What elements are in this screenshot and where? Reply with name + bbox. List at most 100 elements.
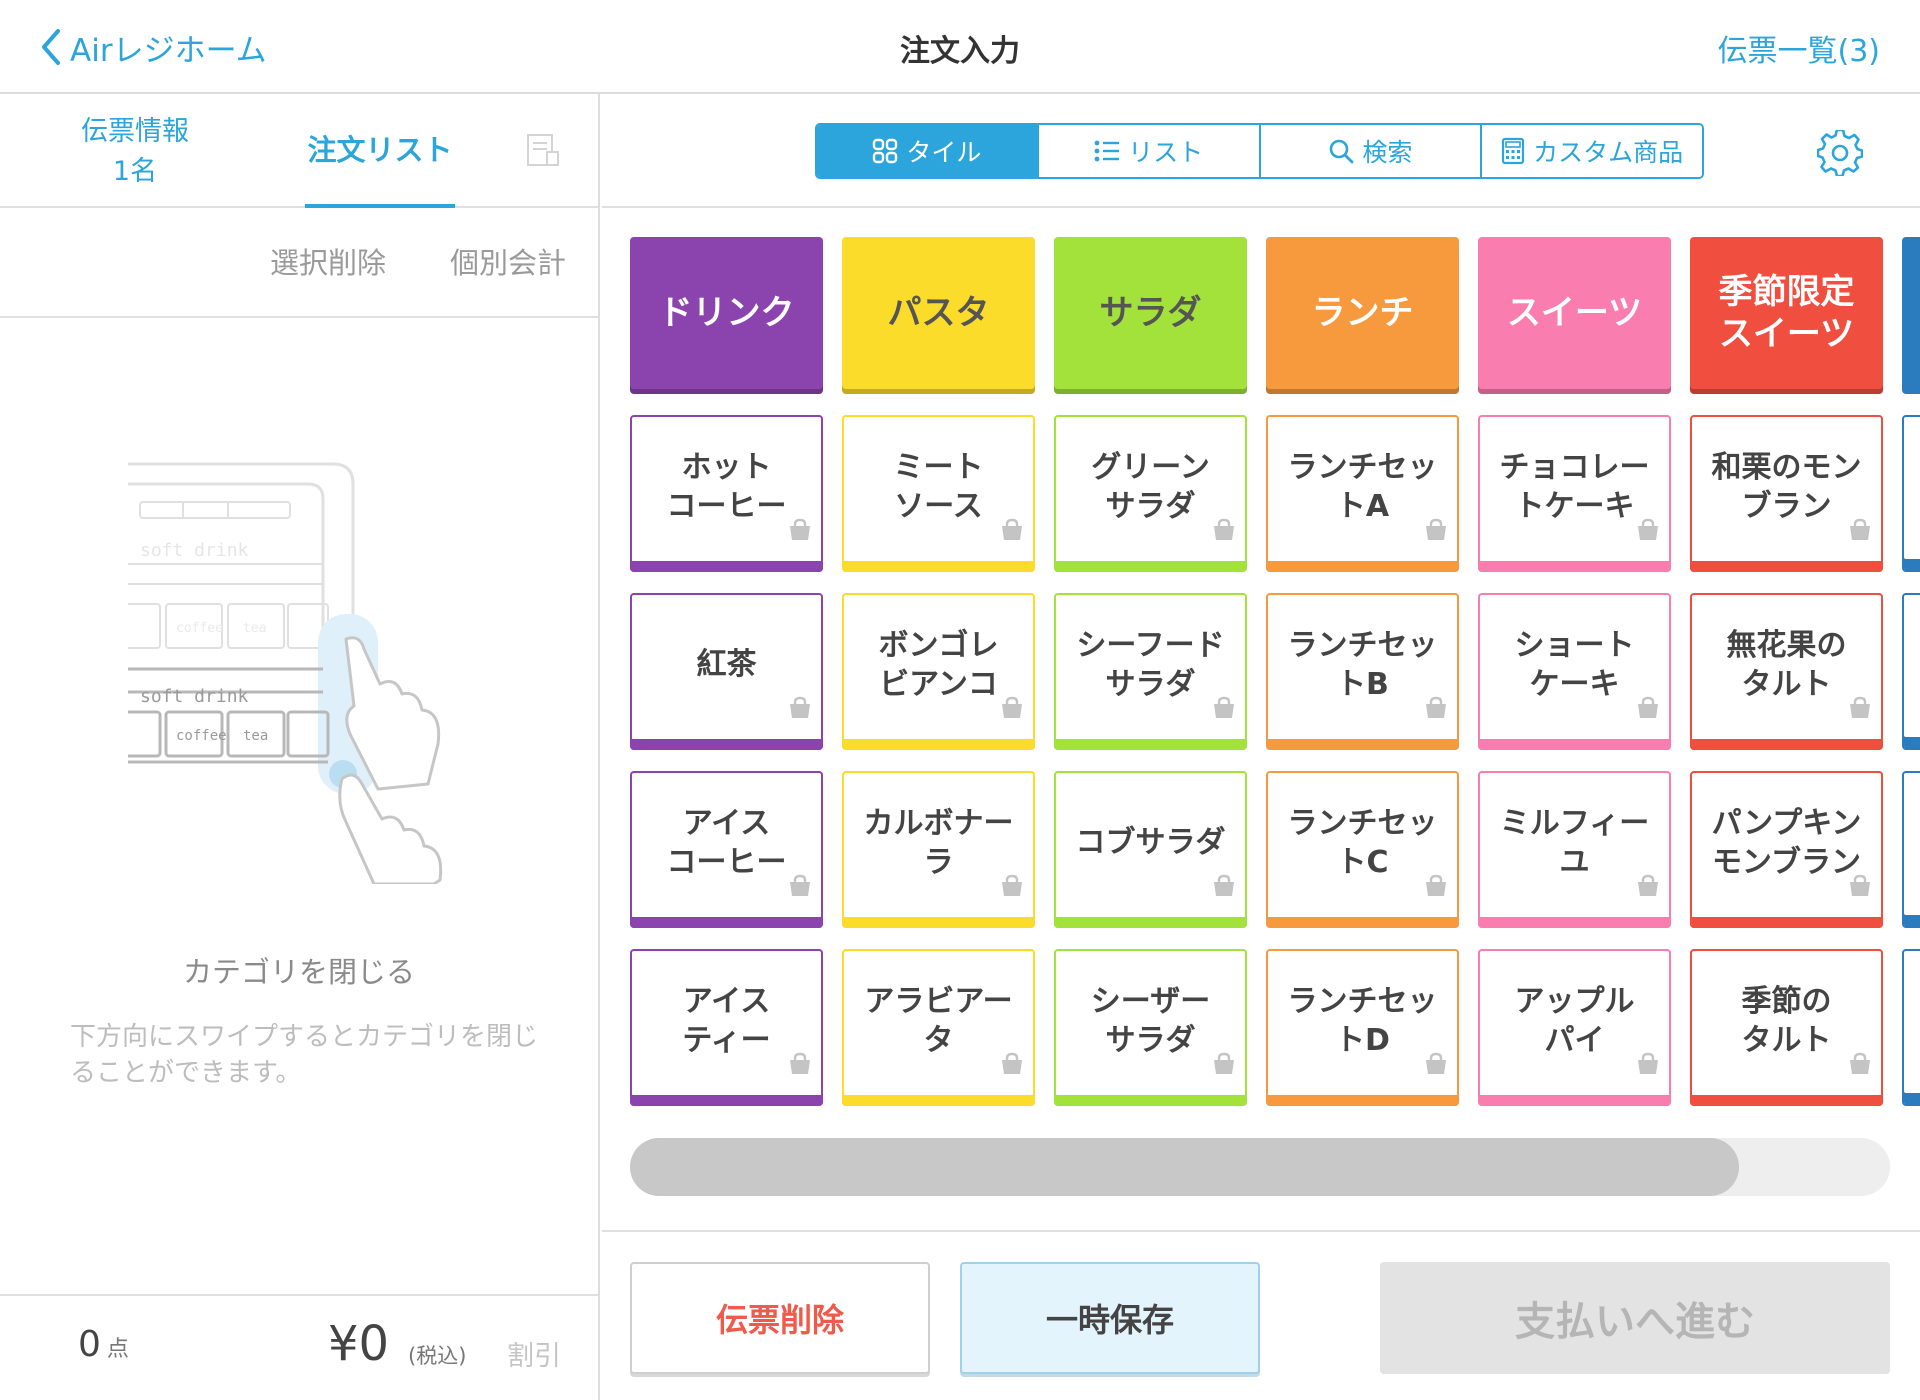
category-color-stripe xyxy=(630,561,823,572)
category-tile[interactable]: サラダ xyxy=(1054,237,1247,394)
horizontal-scrollbar[interactable] xyxy=(630,1138,1890,1196)
scrollbar-thumb[interactable] xyxy=(630,1138,1739,1196)
product-label: ランチセットD xyxy=(1287,983,1438,1058)
category-label: ドリンク xyxy=(658,293,795,333)
shopping-bag-icon xyxy=(1847,691,1873,730)
category-tile[interactable]: スイーツ xyxy=(1478,237,1671,394)
category-label: パスタ xyxy=(887,293,990,333)
shopping-bag-icon xyxy=(1423,691,1449,730)
shopping-bag-icon xyxy=(1423,513,1449,552)
proceed-to-payment-button[interactable]: 支払いへ進む xyxy=(1380,1262,1890,1374)
product-tile[interactable]: アラビアータ xyxy=(842,949,1035,1106)
shopping-bag-icon xyxy=(999,869,1025,908)
product-tile[interactable]: 季節のタルト xyxy=(1690,949,1883,1106)
slip-list-link[interactable]: 伝票一覧(3) xyxy=(1717,34,1881,69)
discount-button[interactable]: 割引 xyxy=(507,1341,561,1372)
shopping-bag-icon xyxy=(1635,1047,1661,1086)
category-color-stripe xyxy=(630,739,823,750)
product-label: ショートケーキ xyxy=(1514,627,1635,702)
product-label: アイスティー xyxy=(682,983,771,1058)
delete-slip-button[interactable]: 伝票削除 xyxy=(630,1262,930,1374)
category-tile[interactable]: パスタ xyxy=(842,237,1035,394)
product-label: ランチセットC xyxy=(1287,805,1438,880)
product-tile[interactable]: パンプキンモンブラン xyxy=(1690,771,1883,928)
shopping-bag-icon xyxy=(1635,691,1661,730)
product-tile[interactable]: ミートソース xyxy=(842,415,1035,572)
product-label: ボンゴレビアンコ xyxy=(878,627,999,702)
order-panel: 伝票情報 1名 注文リスト 選択削除 個別会計 soft dr xyxy=(0,94,600,1400)
category-tile[interactable]: ランチ xyxy=(1266,237,1459,394)
category-tile[interactable] xyxy=(1902,237,1920,394)
product-tile[interactable]: アップルパイ xyxy=(1478,949,1671,1106)
category-color-stripe xyxy=(1690,917,1883,928)
product-tile[interactable] xyxy=(1902,593,1920,750)
product-tile[interactable]: コブサラダ xyxy=(1054,771,1247,928)
product-label: アラビアータ xyxy=(864,983,1013,1058)
product-tile-grid: ドリンク パスタ サラダ ランチ スイーツ季節限定スイーツホットコーヒーミートソースグリ… xyxy=(630,237,1920,1107)
product-tile[interactable]: ランチセットD xyxy=(1266,949,1459,1106)
category-tile[interactable]: ドリンク xyxy=(630,237,823,394)
product-tile[interactable]: ランチセットA xyxy=(1266,415,1459,572)
product-tile[interactable]: 和栗のモンブラン xyxy=(1690,415,1883,572)
category-label: 季節限定スイーツ xyxy=(1718,272,1855,354)
back-to-home-button[interactable]: Airレジホーム xyxy=(40,22,267,72)
product-label: シーザーサラダ xyxy=(1090,983,1211,1058)
shopping-bag-icon xyxy=(999,513,1025,552)
product-tile[interactable]: シーフードサラダ xyxy=(1054,593,1247,750)
category-color-stripe xyxy=(1478,561,1671,572)
hold-order-button[interactable]: 一時保存 xyxy=(960,1262,1260,1374)
product-tile[interactable]: ショートケーキ xyxy=(1478,593,1671,750)
gear-icon[interactable] xyxy=(1817,130,1863,176)
product-tile[interactable]: ホットコーヒー xyxy=(630,415,823,572)
divider xyxy=(602,206,1920,208)
view-list-button[interactable]: リスト xyxy=(1038,125,1261,177)
category-label: ランチ xyxy=(1311,293,1414,333)
tab-order-list[interactable]: 注文リスト xyxy=(305,94,455,208)
category-color-stripe xyxy=(1054,739,1247,750)
product-tile[interactable] xyxy=(1902,949,1920,1106)
view-search-button[interactable]: 検索 xyxy=(1260,125,1483,177)
product-tile[interactable] xyxy=(1902,771,1920,928)
product-tile[interactable]: グリーンサラダ xyxy=(1054,415,1247,572)
product-tile[interactable] xyxy=(1902,415,1920,572)
shopping-bag-icon xyxy=(1635,513,1661,552)
category-tile[interactable]: 季節限定スイーツ xyxy=(1690,237,1883,394)
tax-included-label: (税込) xyxy=(408,1344,467,1368)
view-custom-button[interactable]: カスタム商品 xyxy=(1482,125,1702,177)
shopping-bag-icon xyxy=(1211,1047,1237,1086)
product-tile[interactable]: シーザーサラダ xyxy=(1054,949,1247,1106)
product-label: ミルフィーユ xyxy=(1499,805,1650,880)
left-tab-bar: 伝票情報 1名 注文リスト xyxy=(0,94,598,208)
view-tile-label: タイル xyxy=(906,138,982,167)
view-mode-switch: タイル リスト 検索 カスタム商品 xyxy=(815,123,1704,179)
page-title: 注文入力 xyxy=(900,34,1020,69)
product-label: ランチセットB xyxy=(1287,627,1438,702)
product-tile[interactable]: チョコレートケーキ xyxy=(1478,415,1671,572)
receipt-icon[interactable] xyxy=(525,132,561,168)
category-label: サラダ xyxy=(1099,293,1202,333)
product-tile[interactable]: 無花果のタルト xyxy=(1690,593,1883,750)
split-payment-button[interactable]: 個別会計 xyxy=(450,246,567,280)
product-tile[interactable]: カルボナーラ xyxy=(842,771,1035,928)
illustration-label-tea-1: tea xyxy=(243,621,266,636)
shopping-bag-icon xyxy=(999,691,1025,730)
product-tile[interactable]: アイスコーヒー xyxy=(630,771,823,928)
product-tile[interactable]: ボンゴレビアンコ xyxy=(842,593,1035,750)
view-list-label: リスト xyxy=(1128,138,1204,167)
product-tile[interactable]: ランチセットC xyxy=(1266,771,1459,928)
total-amount: ¥0 xyxy=(328,1316,390,1372)
product-tile[interactable]: 紅茶 xyxy=(630,593,823,750)
product-label: ミートソース xyxy=(893,449,984,524)
shopping-bag-icon xyxy=(1847,1047,1873,1086)
shopping-bag-icon xyxy=(1847,869,1873,908)
product-tile[interactable]: ミルフィーユ xyxy=(1478,771,1671,928)
delete-selected-button[interactable]: 選択削除 xyxy=(270,246,387,280)
category-color-stripe xyxy=(630,1095,823,1106)
view-custom-label: カスタム商品 xyxy=(1533,138,1684,167)
product-tile[interactable]: ランチセットB xyxy=(1266,593,1459,750)
category-color-stripe xyxy=(842,739,1035,750)
tab-slip-info[interactable]: 伝票情報 1名 xyxy=(60,112,210,192)
view-tile-button[interactable]: タイル xyxy=(817,125,1039,177)
product-tile[interactable]: アイスティー xyxy=(630,949,823,1106)
category-color-stripe xyxy=(1266,917,1459,928)
